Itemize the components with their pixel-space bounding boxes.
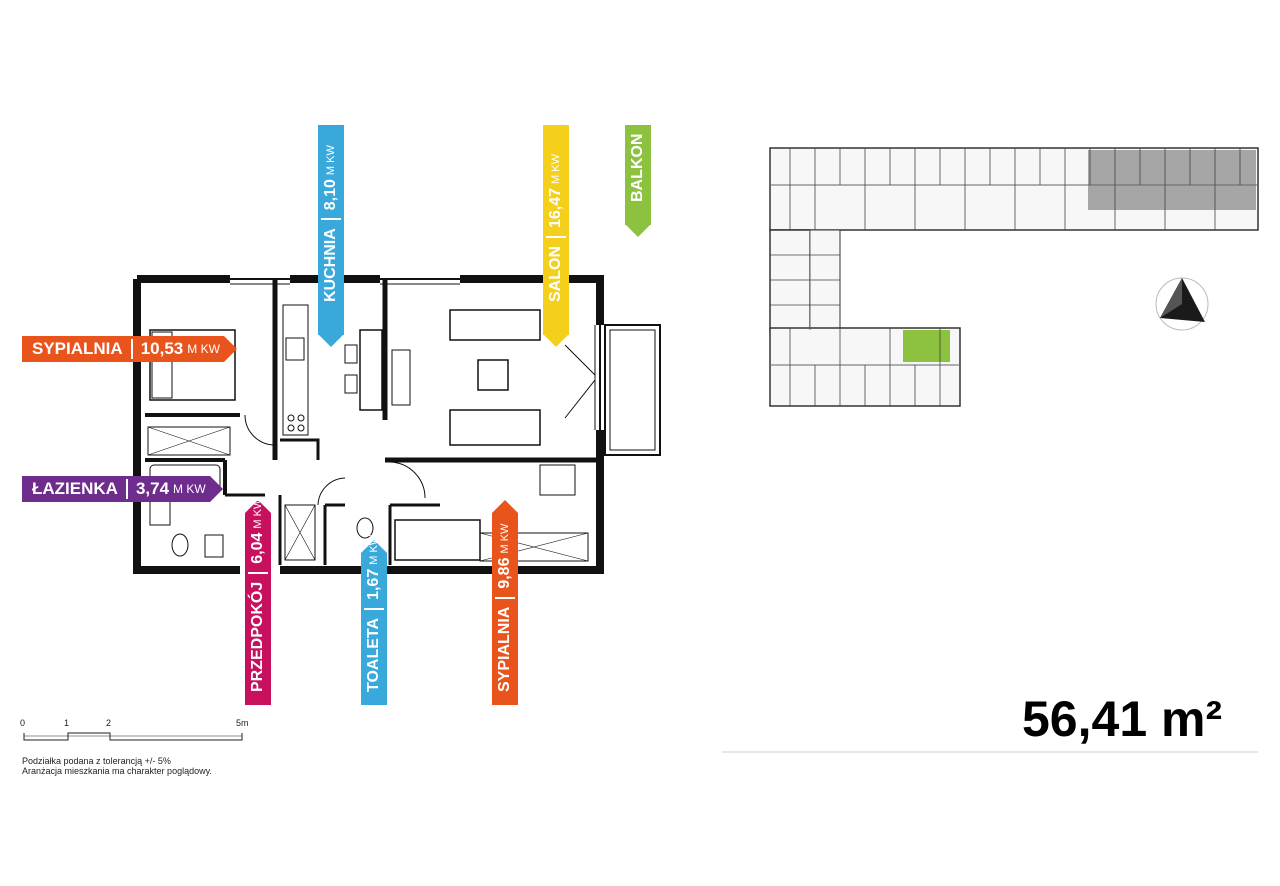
scale-tick-1: 1: [64, 718, 70, 728]
label-separator: [130, 339, 133, 359]
label-separator: [495, 596, 515, 599]
przedpokoj-pointer: [245, 500, 271, 513]
label-unit: M KW: [499, 523, 511, 554]
label-unit: M KW: [550, 154, 562, 184]
label-kuchnia: KUCHNIA 8,10 M KW: [318, 125, 344, 335]
label-unit: M KW: [173, 482, 206, 496]
label-sypialnia-1: SYPIALNIA 10,53 M KW: [22, 336, 237, 362]
label-separator: [125, 479, 128, 499]
label-unit: M KW: [187, 342, 220, 356]
label-value: 8,10: [322, 179, 339, 211]
label-unit: M KW: [368, 534, 380, 565]
label-value: 6,04: [249, 532, 266, 564]
label-value: 1,67: [365, 568, 382, 600]
building-site-plan: [769, 147, 1259, 407]
kuchnia-pointer: [318, 334, 344, 347]
apartment-plan: [133, 275, 661, 574]
label-sypialnia-2: SYPIALNIA 9,86 M KW: [492, 513, 518, 705]
label-name: TOALETA: [365, 617, 382, 692]
label-value: 16,47: [547, 187, 564, 228]
label-name: ŁAZIENKA: [32, 479, 118, 498]
balkon-pointer: [625, 224, 651, 237]
label-separator: [321, 218, 341, 221]
scale-bar: [23, 732, 243, 741]
label-name: SALON: [547, 246, 564, 302]
label-balkon: BALKON: [625, 125, 651, 225]
label-unit: M KW: [252, 498, 264, 529]
compass-icon: [1155, 277, 1209, 331]
label-unit: M KW: [325, 145, 337, 176]
salon-pointer: [543, 334, 569, 347]
label-name: KUCHNIA: [322, 228, 339, 302]
label-separator: [546, 236, 566, 238]
toaleta-pointer: [361, 540, 387, 553]
label-toaleta: TOALETA 1,67 M KW: [361, 535, 387, 705]
total-area: 56,41 m²: [1022, 691, 1223, 747]
label-value: 10,53: [140, 339, 184, 358]
label-value: 3,74: [135, 479, 170, 498]
label-value: 9,86: [496, 557, 513, 589]
scale-tick-0: 0: [20, 718, 26, 728]
label-name: SYPIALNIA: [496, 606, 513, 692]
label-name: PRZEDPOKÓJ: [249, 581, 266, 692]
label-przedpokoj: PRZEDPOKÓJ 6,04 M KW: [245, 499, 271, 705]
scale-tick-5m: 5m: [236, 718, 249, 728]
label-lazienka: ŁAZIENKA 3,74 M KW: [22, 476, 223, 502]
label-pointer: [209, 476, 223, 502]
label-name: SYPIALNIA: [32, 339, 123, 358]
note-tolerance: Podziałka podana z tolerancją +/- 5%: [22, 756, 171, 766]
label-name: BALKON: [629, 133, 646, 202]
label-separator: [248, 571, 268, 574]
scale-tick-2: 2: [106, 718, 112, 728]
sypialnia-2-pointer: [492, 500, 518, 513]
label-salon: SALON 16,47 M KW: [543, 125, 569, 335]
note-arrangement: Aranżacja mieszkania ma charakter pogląd…: [22, 766, 212, 776]
label-separator: [364, 607, 384, 610]
label-pointer: [223, 336, 237, 362]
